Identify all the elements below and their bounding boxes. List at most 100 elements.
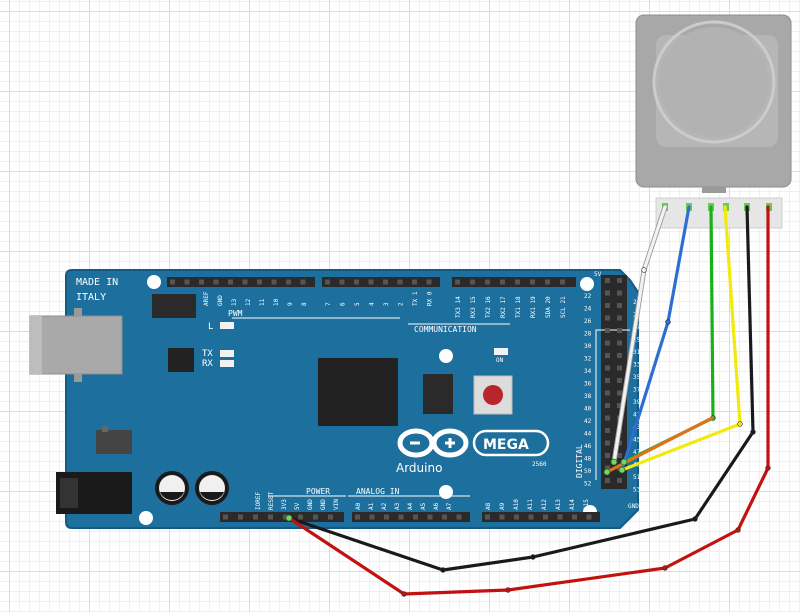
country-label: ITALY [76,292,106,303]
header-pin [300,279,306,285]
usb-chip [168,348,194,372]
header-pin [470,279,475,285]
on-label: ON [496,357,504,364]
wire-bendpoint [750,429,756,435]
header-pin [543,514,548,520]
analog-pin-label: A14 [569,499,576,510]
header-pin [398,514,404,520]
header-pin [605,415,610,421]
header-pin [617,353,622,358]
top-pin-label: 9 [287,302,294,306]
header-pin [605,428,610,433]
header-pin [617,290,622,296]
icsp-header [423,374,453,414]
digital-pin-label: 39 [633,399,641,406]
digital-pin-label: 48 [584,456,592,463]
wire-bendpoint [735,527,741,533]
header-pin [560,279,565,285]
digital-pin-label: 26 [584,318,592,325]
icsp-header [152,294,196,318]
digital-pin-label: 28 [584,331,592,338]
header-pin [257,279,262,285]
header-pin [617,378,622,383]
header-pin [339,279,345,285]
analog-pin-label: A2 [381,502,388,510]
top-pin-label: 6 [340,302,347,306]
top-pin-label: 11 [259,298,266,306]
top-pin-label: 5 [354,302,361,306]
header-pin [426,279,432,285]
digital-pin-label: 34 [584,368,592,375]
digital-pin-label: 22 [584,293,592,300]
digital-pin-label: 47 [633,449,641,456]
header-pin [530,279,535,285]
mounting-hole [439,485,453,499]
header-pin [223,514,228,520]
header-pin [253,514,258,520]
digital-pin-label: 32 [584,356,592,363]
analog-pin-label: A7 [446,502,453,510]
led-rx [220,360,234,367]
led-tx-label: TX [202,349,213,359]
header-pin [617,390,622,396]
analog-pin-label: A9 [499,502,506,510]
analog-pin-label: A10 [513,499,520,510]
header-pin [355,514,360,520]
wire-bendpoint [692,516,698,522]
top-pin-label: AREF [203,291,210,306]
power-pin-label: 3V3 [281,499,288,510]
digital-pin-label: 33 [633,362,641,369]
digital-pin-label: 42 [584,418,592,425]
header-pin [313,514,318,520]
wire-endpoint [285,514,293,522]
wire-endpoint [618,466,626,474]
header-pin [605,440,610,446]
top-pin-label: 10 [273,298,280,306]
mega-badge [472,429,550,457]
header-pin [271,279,277,285]
top-pin-label: GND [217,295,224,306]
header-pin [617,340,622,346]
digital-pin-label: 31 [633,349,641,356]
header-pin [485,514,490,520]
header-pin [213,279,219,285]
digital-pin-label: 30 [584,343,592,350]
header-pin [442,514,447,520]
capacitor [155,471,189,505]
analog-pin-label: A6 [433,502,440,510]
header-pin [572,514,577,520]
header-pin [605,365,610,371]
header-pin [514,514,519,520]
header-pin [184,279,190,285]
mounting-hole [439,349,453,363]
header-pin [605,390,610,396]
header-pin [617,315,622,321]
top-pin-label: 7 [325,302,332,306]
analog-pin-label: A3 [394,502,401,510]
wire-bendpoint [765,465,771,471]
header-pin [325,279,330,285]
analog-pin-label: A4 [407,502,414,510]
header-pin [605,465,610,471]
pwm-label: PWM [228,309,243,318]
header-pin [286,279,291,285]
analog-pin-label: A13 [555,499,562,510]
header-pin [617,478,622,483]
digital-pin-label: 35 [633,374,641,381]
header-pin [617,453,622,458]
top-pin-label: TX 1 [412,291,419,306]
made-in-label: MADE IN [76,277,118,288]
digital-pin-label: 36 [584,381,592,388]
digital-pin-label: 53 [633,487,641,494]
header-pin [617,328,622,333]
wire-endpoint [620,458,628,466]
header-pin [328,514,333,520]
digital-pin-label: 29 [633,337,641,344]
top-5v-label: 5V [594,271,602,278]
wire-black [287,205,755,572]
analog-in-label: ANALOG IN [356,487,400,496]
digital-pin-label: 52 [584,481,592,488]
top-pin-label: 3 [383,302,390,306]
